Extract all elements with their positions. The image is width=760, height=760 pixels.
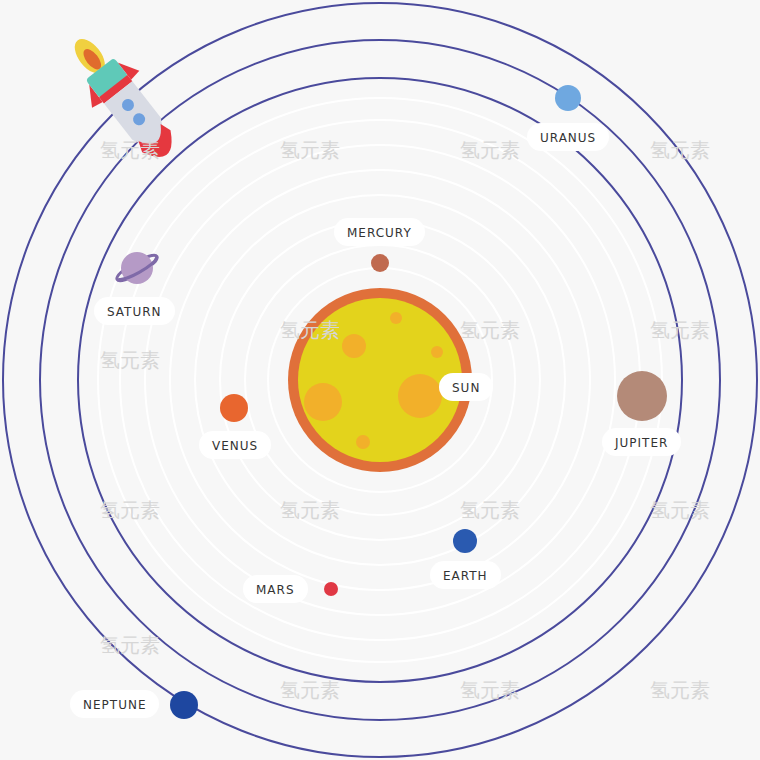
mars-label: MARS [243,575,308,603]
neptune-label: NEPTUNE [70,690,159,718]
watermark: 氢元素 [650,677,710,704]
jupiter-label: JUPITER [602,428,681,456]
label-text: MERCURY [347,226,412,240]
watermark: 氢元素 [280,137,340,164]
venus-label: VENUS [199,431,271,459]
watermark: 氢元素 [280,677,340,704]
label-text: EARTH [443,569,488,583]
watermark: 氢元素 [460,137,520,164]
mercury-label: MERCURY [334,218,425,246]
watermark: 氢元素 [280,317,340,344]
label-text: VENUS [212,439,258,453]
earth-label: EARTH [430,561,501,589]
watermark: 氢元素 [460,317,520,344]
watermark: 氢元素 [650,497,710,524]
watermark: 氢元素 [460,677,520,704]
watermark: 氢元素 [100,347,160,374]
watermark: 氢元素 [650,137,710,164]
sun-label: SUN [439,373,493,401]
watermark: 氢元素 [650,317,710,344]
uranus-label: URANUS [527,123,609,151]
watermark: 氢元素 [280,497,340,524]
watermark: 氢元素 [100,137,160,164]
watermark: 氢元素 [100,632,160,659]
label-text: JUPITER [615,436,668,450]
watermark: 氢元素 [100,497,160,524]
label-text: MARS [256,583,295,597]
label-text: SATURN [107,305,162,319]
label-text: SUN [452,381,480,395]
watermark: 氢元素 [460,497,520,524]
label-text: NEPTUNE [83,698,146,712]
label-text: URANUS [540,131,596,145]
saturn-label: SATURN [94,297,175,325]
